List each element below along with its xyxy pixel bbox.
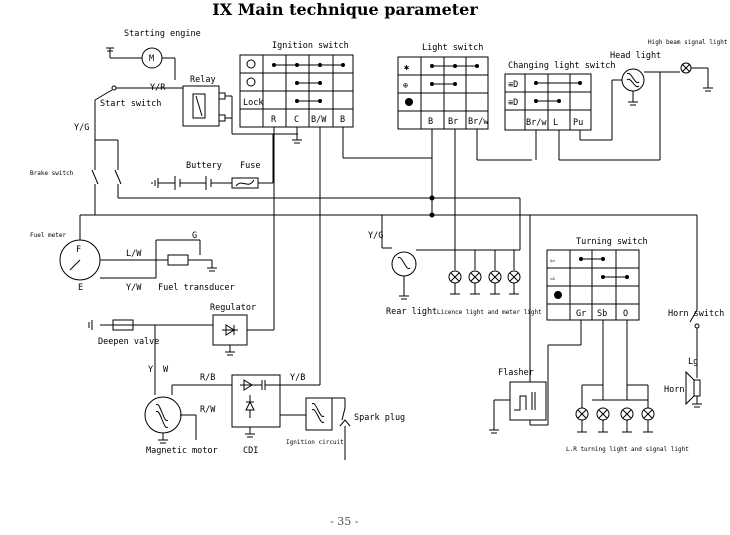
horn-switch-label: Horn switch	[668, 309, 724, 319]
fuel-transducer-label: Fuel transducer	[158, 283, 235, 293]
wire-label-w: W	[163, 365, 169, 375]
flasher: Flasher	[489, 215, 547, 434]
ignition-col-b: B	[340, 115, 345, 125]
lightswitch-col-br: Br	[448, 117, 458, 127]
changing-light-switch-label: Changing light switch	[508, 61, 615, 71]
fuel-transducer: G Fuel transducer	[158, 231, 235, 293]
cdi: CDI Y/B	[231, 370, 321, 456]
ignition-col-bw: B/W	[311, 115, 327, 125]
ignition-switch-label: Ignition switch	[272, 41, 349, 51]
page-number: - 35 -	[330, 515, 359, 528]
high-beam-signal-light: High beam signal light	[648, 39, 728, 92]
fuel-meter-label: Fuel meter	[30, 232, 67, 239]
start-switch-label: Start switch	[100, 99, 161, 109]
regulator: Regulator	[100, 303, 274, 356]
spark-plug: Spark plug	[339, 407, 405, 460]
fuel-meter-e: E	[78, 283, 83, 293]
starting-engine-label: Starting engine	[124, 29, 201, 39]
wire-label-lw: L/W	[126, 249, 142, 259]
lightswitch-position-icon: ⊕	[403, 81, 408, 91]
licence-light: Licence light and meter light	[437, 198, 542, 316]
lightswitch-col-brw: Br/w	[468, 117, 489, 127]
head-light-label: Head light	[610, 51, 661, 61]
brake-switch-label: Brake switch	[30, 170, 74, 177]
fuel-meter: Fuel meter F E L/W Y/W	[30, 232, 200, 293]
fuse-label: Fuse	[240, 161, 260, 171]
turning-lights-label: L.R turning light and signal light	[566, 446, 689, 453]
wire-label-g: G	[192, 231, 197, 241]
turning-col-sb: Sb	[597, 309, 607, 319]
wire-label-yg: Y/G	[74, 123, 89, 133]
magnetic-motor-label: Magnetic motor	[146, 446, 218, 456]
wire-label-rw: R/W	[200, 405, 216, 415]
horn-switch: Horn switch Lg	[660, 214, 724, 378]
wire-label-yg-rear: Y/G	[368, 231, 383, 241]
starting-engine: Starting engine M Y/R	[106, 29, 201, 93]
changing-col-brw: Br/w	[526, 118, 547, 128]
ignition-col-r: R	[271, 115, 277, 125]
low-beam-icon: ≡D	[508, 98, 518, 108]
ignition-off-icon	[246, 59, 256, 69]
wire-label-y: Y	[148, 365, 153, 375]
changing-col-l: L	[553, 118, 558, 128]
brake-switch: Y/G Brake switch	[30, 123, 122, 240]
turning-switch-label: Turning switch	[576, 237, 648, 247]
rear-light: Y/G Rear light	[368, 215, 520, 317]
ignition-col-c: C	[294, 115, 299, 125]
deepen-valve-label: Deepen valve	[98, 337, 159, 347]
horn: Horn	[664, 370, 702, 408]
turn-right-icon: ⇨	[550, 274, 556, 284]
deepen-valve: Deepen valve	[88, 319, 159, 395]
ignition-row-lock: Lock	[243, 98, 263, 108]
battery-label: Buttery	[186, 161, 222, 171]
turning-col-gr: Gr	[576, 309, 586, 319]
fuse: Fuse	[231, 134, 274, 189]
ignition-circuit: Ignition circuit	[286, 397, 346, 446]
turning-switch: Turning switch ⇦ ⇨ Gr Sb O	[530, 237, 649, 426]
turn-off-icon	[554, 291, 562, 299]
wire-label-yw: Y/W	[126, 283, 142, 293]
turn-left-icon: ⇦	[550, 256, 555, 266]
start-switch: Start switch	[94, 85, 183, 128]
head-light: Head light	[610, 51, 680, 160]
lightswitch-off-icon	[405, 98, 413, 106]
page-title: IX Main technique parameter	[212, 0, 478, 19]
cdi-label: CDI	[243, 446, 258, 456]
ignition-circuit-label: Ignition circuit	[286, 439, 344, 446]
motor-symbol: M	[149, 54, 154, 64]
wire-label-rb: R/B	[200, 373, 215, 383]
light-switch-label: Light switch	[422, 43, 483, 53]
turning-lights: L.R turning light and signal light	[566, 407, 689, 453]
lightswitch-headlamp-icon: ✱	[404, 63, 409, 73]
regulator-label: Regulator	[210, 303, 256, 313]
lightswitch-col-b: B	[428, 117, 433, 127]
high-beam-icon: ≡D	[508, 80, 518, 90]
flasher-label: Flasher	[498, 368, 534, 378]
magnetic-motor: Y W R/B R/W Magnetic motor	[144, 365, 232, 456]
changing-light-switch: Changing light switch ≡D ≡D Br/w L Pu	[504, 61, 660, 161]
changing-col-pu: Pu	[573, 118, 583, 128]
spark-plug-label: Spark plug	[354, 413, 405, 423]
licence-light-label: Licence light and meter light	[437, 309, 542, 316]
horn-label: Horn	[664, 385, 684, 395]
ignition-on-icon	[246, 77, 256, 87]
relay-label: Relay	[190, 75, 216, 85]
turning-col-o: O	[623, 309, 628, 319]
fuel-meter-f: F	[76, 245, 81, 255]
high-beam-signal-label: High beam signal light	[648, 39, 728, 46]
light-switch: Light switch ✱ ⊕ B Br Br/w	[397, 43, 532, 270]
relay: Relay	[182, 75, 298, 135]
wire-label-yb: Y/B	[290, 373, 305, 383]
ignition-switch: Ignition switch Lock R C B/W B	[239, 41, 432, 370]
rear-light-label: Rear light	[386, 307, 437, 317]
battery: Buttery	[151, 161, 232, 190]
wire-label-lg: Lg	[688, 357, 698, 367]
